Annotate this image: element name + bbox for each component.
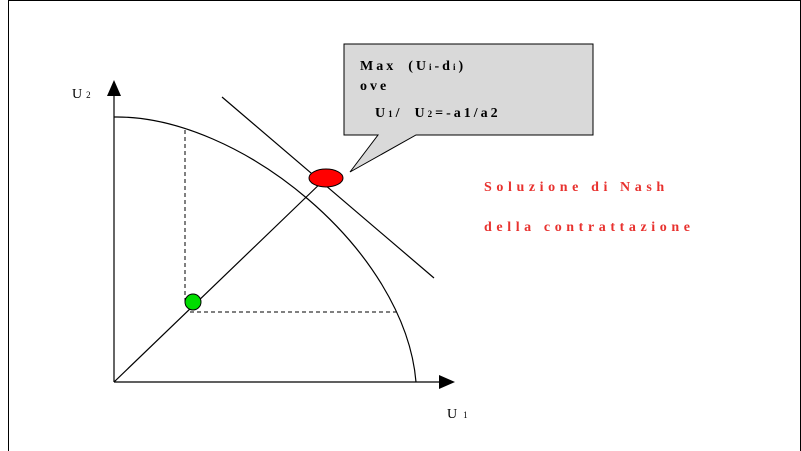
callout-line-3: U1/U2=-a1/a2	[375, 106, 501, 121]
utility-frontier-curve	[113, 116, 417, 383]
y-axis-arrowhead	[107, 80, 121, 96]
disagreement-point	[184, 293, 202, 311]
nash-title-line-2: della contrattazione	[484, 220, 695, 235]
callout-box	[343, 43, 594, 173]
x-axis-arrowhead	[439, 375, 455, 389]
tangent-line	[221, 96, 435, 279]
callout-line-2: ove	[360, 79, 389, 94]
ray-from-origin	[113, 177, 327, 383]
nash-title-line-1: Soluzione di Nash	[484, 180, 669, 195]
callout-line-1: Max(Ui-di)	[360, 59, 466, 74]
nash-solution-point	[308, 168, 344, 188]
